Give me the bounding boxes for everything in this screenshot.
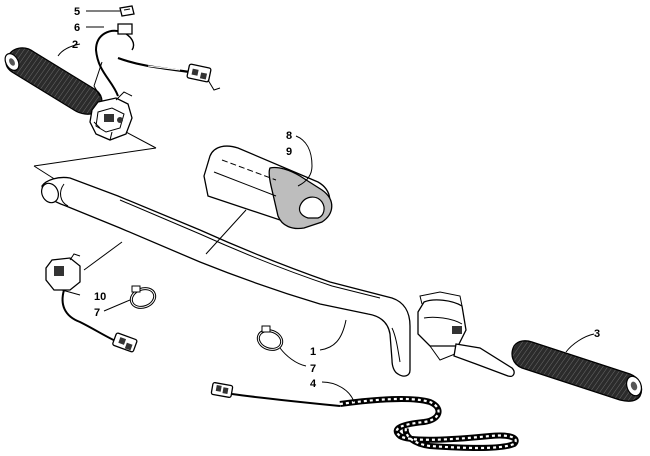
left-switch-housing [89, 91, 133, 141]
callout-4: 4 [310, 378, 317, 390]
callout-1: 1 [310, 346, 316, 358]
callout-6: 6 [74, 22, 80, 34]
lower-switch [45, 253, 81, 291]
brake-lever [453, 343, 515, 378]
handlebar [41, 176, 411, 377]
callout-3: 3 [594, 328, 600, 340]
tab-clip [119, 5, 135, 17]
callout-8: 8 [286, 130, 292, 142]
hose-clamp-left [129, 285, 157, 309]
lower-wire-connector [112, 332, 138, 353]
assembly-lines-left [33, 61, 157, 181]
lower-switch-leader-line [83, 241, 123, 271]
callout-labels: 5 6 2 8 9 10 7 1 7 4 3 [72, 6, 600, 390]
callout-7-left: 7 [94, 307, 100, 319]
pad-leader-line [205, 209, 247, 255]
callout-9: 9 [286, 146, 292, 158]
leader-lines [57, 10, 595, 403]
grip-heater-element [210, 382, 519, 451]
lower-switch-wire [61, 289, 119, 343]
callout-10: 10 [94, 291, 106, 303]
right-grip [511, 340, 643, 402]
callout-5: 5 [74, 6, 80, 18]
brake-master-cylinder [417, 291, 467, 361]
left-switch-wire [94, 29, 191, 97]
callout-2: 2 [72, 39, 78, 51]
wire-bracket [117, 23, 133, 35]
left-grip [4, 47, 103, 115]
hose-clamp-center [256, 325, 284, 351]
handlebar-pad [203, 145, 333, 230]
left-wire-connector [186, 63, 221, 91]
callout-7-center: 7 [310, 363, 316, 375]
